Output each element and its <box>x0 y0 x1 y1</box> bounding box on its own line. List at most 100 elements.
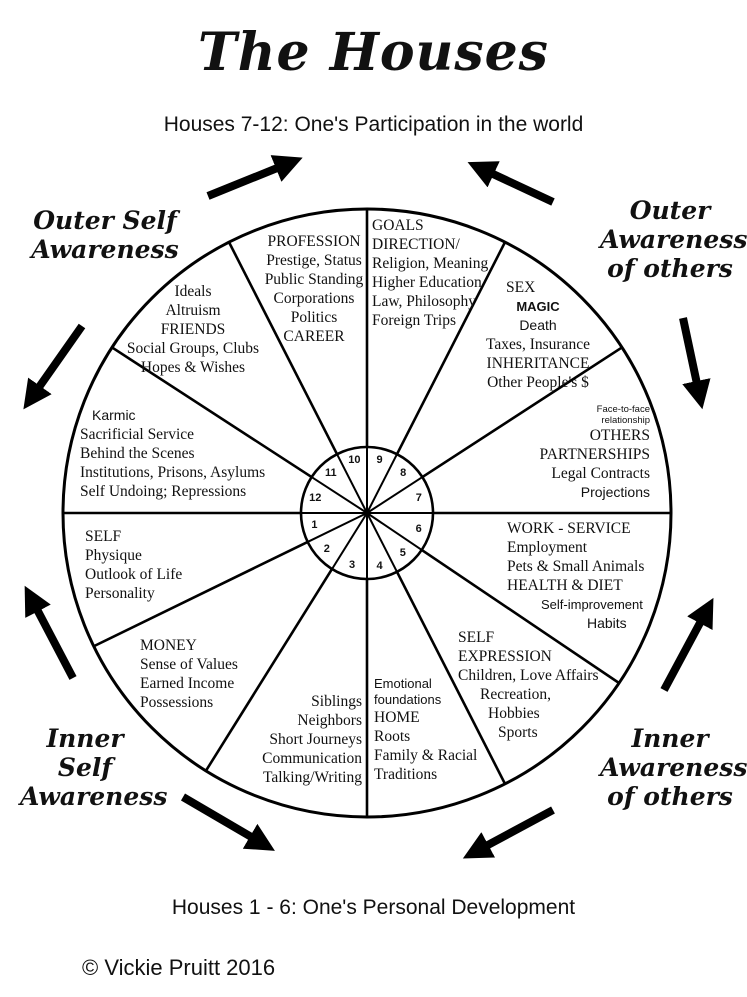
house-divider <box>111 346 313 479</box>
quadrant-outer-self-awareness: Outer Self Awareness <box>30 206 180 264</box>
house-line: Traditions <box>374 766 438 783</box>
house-11-text: Ideals Altruism FRIENDS Social Groups, C… <box>118 282 268 377</box>
house-divider <box>395 571 507 785</box>
house-line: PARTNERSHIPS <box>539 446 650 463</box>
house-line: Karmic <box>92 407 136 423</box>
house-number: 2 <box>323 543 330 556</box>
arrow-icon <box>679 317 711 410</box>
house-line: Short Journeys <box>269 731 362 748</box>
hub-divider <box>366 512 398 573</box>
quadrant-line: Inner <box>631 724 709 753</box>
house-line: Roots <box>374 728 411 745</box>
house-line: Institutions, Prisons, Asylums <box>80 464 266 481</box>
house-6-text: WORK - SERVICE Employment Pets & Small A… <box>507 519 644 633</box>
house-divider <box>227 241 339 455</box>
house-line: Foreign Trips <box>372 312 456 329</box>
house-line: Public Standing <box>264 271 364 288</box>
house-line: Hobbies <box>488 705 540 722</box>
hub-divider <box>311 476 368 514</box>
arrow-icon <box>660 597 714 692</box>
house-line: Projections <box>580 484 650 500</box>
house-line: Prestige, Status <box>266 252 362 269</box>
house-number: 1 <box>311 519 318 532</box>
house-line: PROFESSION <box>267 233 361 250</box>
house-line: Other People's $ <box>487 374 589 391</box>
house-line: Religion, Meaning <box>372 255 489 272</box>
house-number: 4 <box>376 559 383 572</box>
hub-dividers <box>301 447 433 579</box>
house-divider <box>420 548 620 685</box>
house-line: EXPRESSION <box>458 648 552 665</box>
house-line: Earned Income <box>140 675 235 692</box>
house-line: Neighbors <box>297 712 362 729</box>
quadrant-line: Awareness <box>600 225 747 254</box>
quadrant-line: Self <box>57 753 113 782</box>
arrow-icon <box>180 793 275 851</box>
house-number: 8 <box>400 466 407 479</box>
house-line: Hopes & Wishes <box>140 359 246 376</box>
house-line: Legal Contracts <box>551 465 650 482</box>
house-line: Behind the Scenes <box>80 445 195 462</box>
house-line: Outlook of Life <box>85 566 183 583</box>
house-line: Physique <box>85 547 142 564</box>
copyright: © Vickie Pruitt 2016 <box>82 955 276 980</box>
house-8-text: SEX MAGIC Death Taxes, Insurance INHERIT… <box>468 278 608 392</box>
house-3-text: Siblings Neighbors Short Journeys Commun… <box>220 692 362 787</box>
quadrant-line: Awareness <box>20 782 168 811</box>
house-line: Possessions <box>140 694 214 711</box>
house-line: Pets & Small Animals <box>507 558 645 575</box>
house-line: Siblings <box>311 693 362 710</box>
arrow-icon <box>206 155 303 200</box>
house-line: MAGIC <box>516 299 560 314</box>
house-line: Emotional <box>374 676 432 691</box>
house-number: 9 <box>376 454 383 467</box>
house-line: Self Undoing; Repressions <box>80 483 247 500</box>
house-line: Children, Love Affairs <box>458 667 599 684</box>
hub-divider <box>366 453 398 514</box>
house-line: HOME <box>374 709 420 726</box>
house-line: Politics <box>290 309 338 326</box>
quadrant-line: of others <box>607 254 733 283</box>
quadrant-line: of others <box>607 782 733 811</box>
house-line: HEALTH & DIET <box>507 577 623 594</box>
house-line: Family & Racial <box>374 747 478 764</box>
house-line: Social Groups, Clubs <box>126 340 260 357</box>
hub-divider <box>307 512 368 543</box>
quadrant-line: Inner <box>46 724 124 753</box>
house-line: DIRECTION/ <box>372 236 460 253</box>
house-number: 6 <box>415 522 422 535</box>
quadrant-outer-awareness-of-others: Outer Awareness of others <box>600 196 747 283</box>
house-line: Death <box>519 317 557 333</box>
house-1-text: SELF Physique Outlook of Life Personalit… <box>85 527 182 603</box>
house-line: Law, Philosophy <box>372 293 477 310</box>
arrow-icon <box>24 585 77 680</box>
house-9-text: GOALS DIRECTION/ Religion, Meaning Highe… <box>372 216 488 330</box>
house-divider <box>395 241 507 455</box>
arrow-icon <box>23 323 86 410</box>
house-line: WORK - SERVICE <box>507 520 631 537</box>
house-line: CAREER <box>283 328 345 345</box>
house-line: MONEY <box>140 637 197 654</box>
house-number: 3 <box>349 558 356 571</box>
house-number: 10 <box>348 454 361 467</box>
quadrant-line: Awareness <box>31 235 179 264</box>
quadrant-inner-awareness-of-others: Inner Awareness of others <box>600 724 747 811</box>
house-line: Sports <box>498 724 538 741</box>
house-line: SELF <box>458 629 495 646</box>
hub-divider <box>366 512 423 551</box>
page-title: The Houses <box>198 22 549 83</box>
house-line: SELF <box>85 528 122 545</box>
house-line: Sacrificial Service <box>80 426 195 443</box>
house-line: OTHERS <box>589 427 650 444</box>
quadrant-line: Awareness <box>600 753 747 782</box>
house-line: Recreation, <box>480 686 552 703</box>
house-line: FRIENDS <box>160 321 226 338</box>
house-line: Talking/Writing <box>262 769 362 786</box>
house-line: relationship <box>601 415 650 426</box>
house-line: Altruism <box>165 302 221 319</box>
house-5-text: SELF EXPRESSION Children, Love Affairs R… <box>458 628 598 742</box>
house-line: foundations <box>374 692 442 707</box>
house-line: Self-improvement <box>541 597 643 612</box>
house-line: Face-to-face <box>596 404 650 415</box>
